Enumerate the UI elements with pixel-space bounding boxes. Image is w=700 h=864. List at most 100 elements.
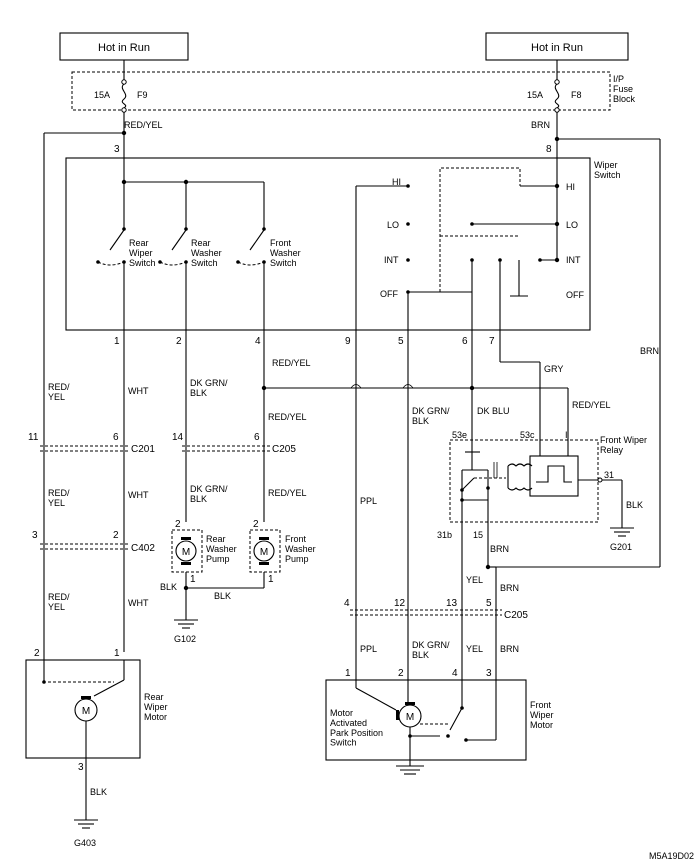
fm-park-contact-ground bbox=[446, 734, 450, 738]
rear-wiper-switch bbox=[96, 227, 126, 266]
ppl-lower-color: PPL bbox=[360, 644, 377, 654]
c402-pin-2: 2 bbox=[113, 530, 119, 541]
front-pump-brush-top bbox=[259, 537, 269, 540]
fm-park-contact-run bbox=[464, 738, 468, 742]
front-wiper-motor-box bbox=[325, 679, 527, 761]
rear-motor-ground-color: BLK bbox=[90, 787, 107, 797]
pump-link-ground-color: BLK bbox=[214, 591, 231, 601]
pin5-wire-color: DK GRN/BLK bbox=[412, 406, 450, 426]
wiper-switch-box bbox=[65, 157, 591, 331]
left-power-source-label: Hot in Run bbox=[98, 42, 150, 54]
c201-pin-6: 6 bbox=[113, 432, 119, 443]
c205-lower-label: C205 bbox=[504, 610, 528, 621]
c205-lower-pin6-color: RED/YEL bbox=[268, 488, 307, 498]
rear-pump-ground-color: BLK bbox=[160, 582, 177, 592]
rear-wiper-motor-box bbox=[25, 659, 141, 759]
right-fuse-id: F8 bbox=[571, 90, 582, 100]
hi-contact bbox=[406, 184, 410, 188]
c205-lower-pin-5: 5 bbox=[486, 598, 492, 609]
relay-15-contact bbox=[486, 486, 490, 490]
switch-mechanical-link bbox=[439, 167, 521, 292]
front-pump-motor bbox=[253, 540, 275, 562]
pin2-wire-color: DK GRN/BLK bbox=[190, 378, 228, 398]
relay-terminal-31: 31 bbox=[604, 470, 614, 480]
relay-terminal-i: I bbox=[565, 430, 568, 440]
left-fuse-amp: 15A bbox=[94, 90, 110, 100]
c201-lower-mid-color: WHT bbox=[128, 490, 149, 500]
relay-contact-arm bbox=[461, 477, 475, 491]
c402-lower-mid-color: WHT bbox=[128, 598, 149, 608]
relay-cross-splice bbox=[460, 498, 464, 502]
relay-ground-color: BLK bbox=[626, 500, 643, 510]
yel-lower-color: YEL bbox=[466, 644, 483, 654]
switch-pin-7: 7 bbox=[489, 336, 495, 347]
switch-pin-4: 4 bbox=[255, 336, 261, 347]
fm-hi-brush-lead bbox=[355, 687, 397, 711]
switch-pin-3: 3 bbox=[114, 144, 120, 155]
rear-pump-outline bbox=[171, 529, 203, 573]
switch-right-lo: LO bbox=[566, 220, 578, 230]
fuse-block-outline bbox=[71, 71, 611, 111]
relay-contact-pivot bbox=[460, 488, 464, 492]
rear-motor-pin-3: 3 bbox=[78, 762, 84, 773]
switch-pin-2: 2 bbox=[176, 336, 182, 347]
front-motor-pin-4: 4 bbox=[452, 668, 458, 679]
c201-lower-left-color: RED/YEL bbox=[48, 488, 70, 508]
right-power-source-label: Hot in Run bbox=[531, 42, 583, 54]
pin4-wire-color: RED/YEL bbox=[272, 358, 311, 368]
right-power-source-box bbox=[485, 32, 629, 61]
rear-pump-brush-top bbox=[181, 537, 191, 540]
fm-park-blade bbox=[449, 707, 463, 731]
front-motor-symbol-letter: M bbox=[406, 712, 414, 723]
dkgrn-lower-color: DK GRN/BLK bbox=[412, 640, 450, 660]
relay-terminal-31b: 31b bbox=[437, 530, 452, 540]
front-washer-switch bbox=[236, 227, 266, 266]
g102-label: G102 bbox=[174, 634, 196, 644]
pin6-wire-color: DK BLU bbox=[477, 406, 510, 416]
c205-lower-pin-4: 4 bbox=[344, 598, 350, 609]
right-fuse-amp: 15A bbox=[527, 90, 543, 100]
lo-contact bbox=[470, 222, 474, 226]
gry-wire-color: GRY bbox=[544, 364, 563, 374]
right-fuse-terminal-bottom bbox=[554, 107, 560, 113]
front-pump-outline bbox=[249, 529, 281, 573]
int-contact bbox=[538, 258, 542, 262]
off-contact-left bbox=[406, 290, 410, 294]
c205-pin-6: 6 bbox=[254, 432, 260, 443]
switch-pin-1: 1 bbox=[114, 336, 120, 347]
dkgrn-crossing-bump bbox=[402, 384, 414, 389]
relay-i-wire-color: RED/YEL bbox=[572, 400, 611, 410]
right-fuse-terminal bbox=[554, 79, 560, 85]
int-contact-7 bbox=[498, 258, 502, 262]
figure-code: M5A19D02 bbox=[649, 851, 694, 861]
left-fuse-id: F9 bbox=[137, 90, 148, 100]
g403-ground-symbol bbox=[74, 819, 98, 829]
switch-right-hi: HI bbox=[566, 182, 575, 192]
brn-upper-color: BRN bbox=[500, 583, 519, 593]
switch-left-off: OFF bbox=[380, 289, 398, 299]
relay-terminal-15: 15 bbox=[473, 530, 483, 540]
c205-lower-pin-12: 12 bbox=[394, 598, 406, 609]
relay-15-wire-color: BRN bbox=[490, 544, 509, 554]
c205-label: C205 bbox=[272, 444, 296, 455]
c402-label: C402 bbox=[131, 543, 155, 554]
lo-left-contact bbox=[406, 222, 410, 226]
g102-ground-symbol bbox=[174, 619, 198, 629]
relay-31-terminal bbox=[597, 477, 603, 483]
ppl-crossing-bump bbox=[350, 384, 362, 389]
rear-pump-motor-symbol: M bbox=[182, 547, 190, 558]
front-motor-pin-3: 3 bbox=[486, 668, 492, 679]
fm-brush-left bbox=[396, 710, 399, 720]
c402-lower-left-color: RED/YEL bbox=[48, 592, 70, 612]
switch-left-hi: HI bbox=[392, 177, 401, 187]
rear-motor-park-contact bbox=[42, 680, 46, 684]
